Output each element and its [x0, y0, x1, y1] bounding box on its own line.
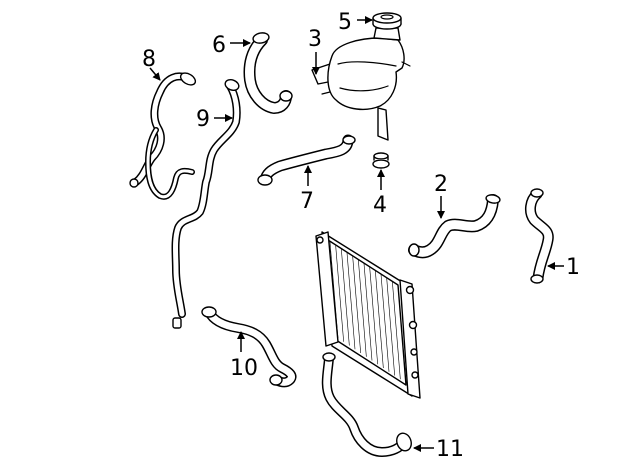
hose-9 [171, 82, 241, 318]
callout-2: 2 [434, 172, 448, 197]
hose-clamps [129, 32, 544, 452]
hose-7 [259, 134, 354, 186]
callout-9: 9 [196, 107, 210, 132]
radiator [315, 231, 421, 399]
hose-6 [243, 34, 292, 114]
hose-8 [132, 72, 194, 186]
leader-8 [149, 67, 161, 81]
callout-3: 3 [308, 27, 322, 52]
coolant-expansion-tank [311, 27, 411, 141]
callout-5: 5 [338, 10, 352, 35]
callout-11: 11 [436, 437, 464, 462]
callout-7: 7 [300, 189, 314, 214]
reservoir-cap [372, 12, 402, 30]
callout-6: 6 [212, 33, 226, 58]
callout-leaders [149, 16, 564, 452]
coolant-hoses [132, 34, 554, 457]
hose-2 [408, 194, 499, 259]
hose-8-branch [145, 127, 195, 200]
grommet [372, 152, 390, 169]
hose-11 [321, 353, 409, 457]
callout-10: 10 [230, 356, 258, 381]
hose-1 [524, 188, 554, 284]
callout-4: 4 [373, 193, 387, 218]
callout-8: 8 [142, 47, 156, 72]
hose-10 [204, 307, 297, 388]
callout-1: 1 [566, 255, 580, 280]
